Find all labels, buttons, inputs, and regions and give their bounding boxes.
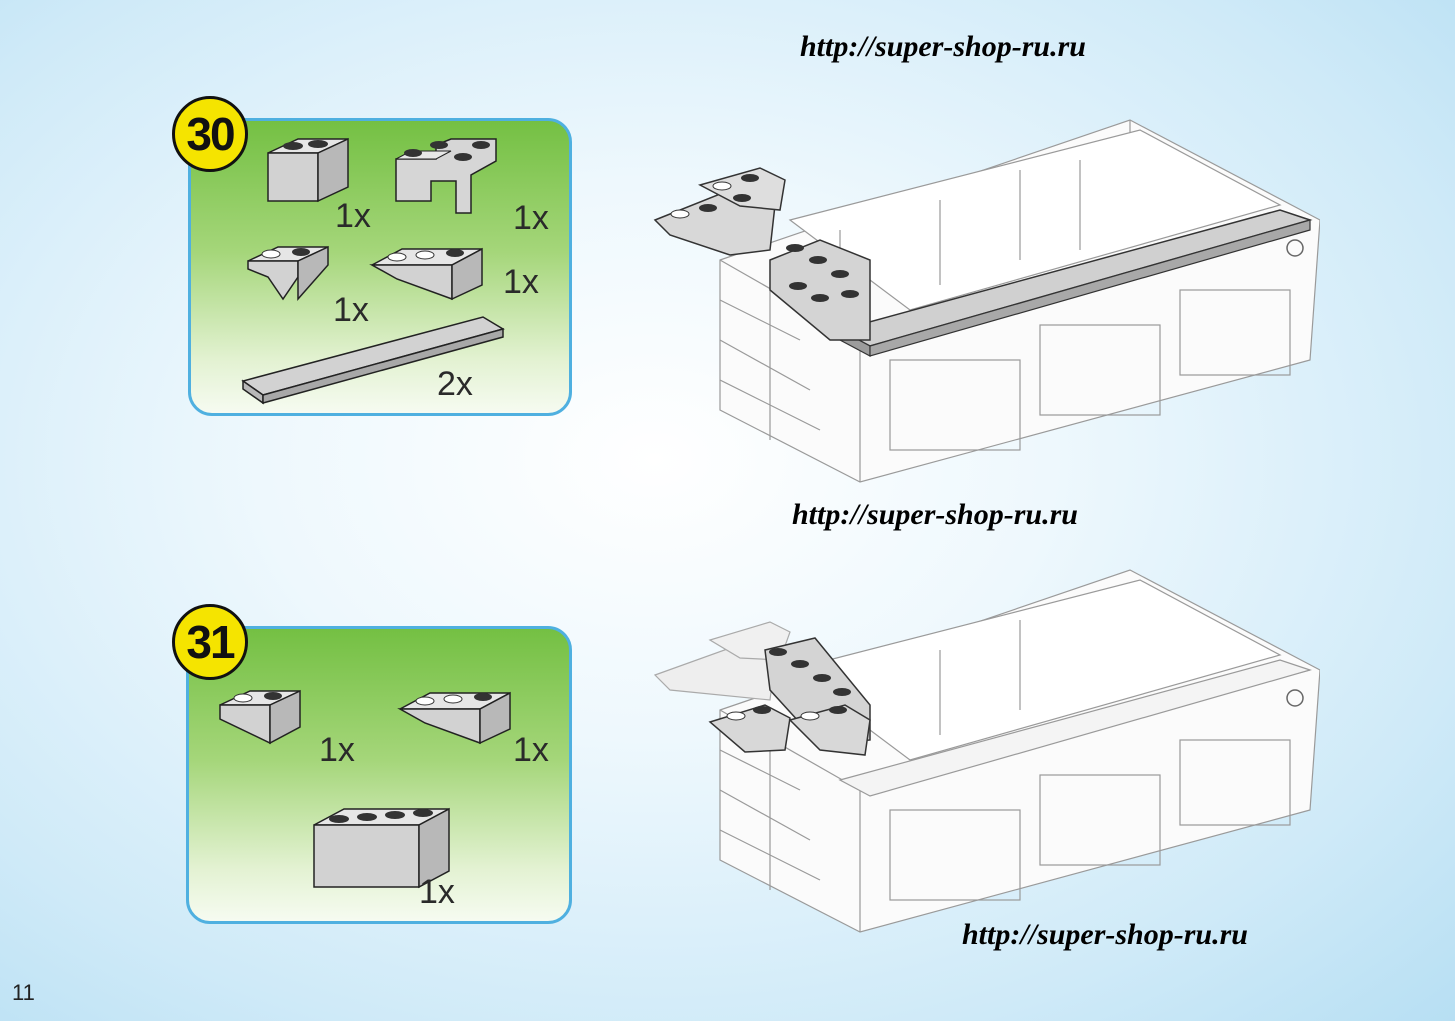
step-30-qty-inverted-slope-1x3: 1x: [503, 263, 539, 301]
tile-1x8-icon: [241, 316, 505, 405]
brick-1x4-icon: [313, 807, 450, 889]
step-30-build-illustration: [653, 119, 1320, 483]
step-30-qty-corner-brick: 1x: [513, 199, 549, 237]
corner-brick-icon: [395, 138, 497, 214]
inverted-slope-1x3-icon: [369, 247, 483, 301]
step-31-qty-inverted-slope-1x3: 1x: [513, 731, 549, 769]
step-30-qty-inverted-slope-1x2: 1x: [333, 291, 369, 329]
watermark-url-middle: http://super-shop-ru.ru: [792, 498, 1078, 531]
step-30-qty-tile: 2x: [437, 365, 473, 403]
inverted-slope-1x2-icon: [219, 689, 301, 745]
step-31-parts-panel: 1x 1x 1x: [186, 626, 572, 924]
step-31-qty-inverted-slope-1x2: 1x: [319, 731, 355, 769]
step-30-parts-panel: 1x 1x 1x 1x 2x: [188, 118, 572, 416]
brick-1x2-icon: [267, 137, 349, 203]
step-30-qty-brick-1x2: 1x: [335, 197, 371, 235]
step-31-number-badge: 31: [172, 604, 248, 680]
inverted-slope-1x3-icon: [397, 691, 511, 745]
page-number: 11: [12, 980, 35, 1005]
watermark-url-bottom: http://super-shop-ru.ru: [962, 918, 1248, 951]
inverted-slope-1x2-icon: [247, 245, 329, 301]
step-30-number-badge: 30: [172, 96, 248, 172]
step-31-build-illustration: [653, 569, 1320, 933]
step-31-qty-brick-1x4: 1x: [419, 873, 455, 911]
watermark-url-top: http://super-shop-ru.ru: [800, 30, 1086, 63]
